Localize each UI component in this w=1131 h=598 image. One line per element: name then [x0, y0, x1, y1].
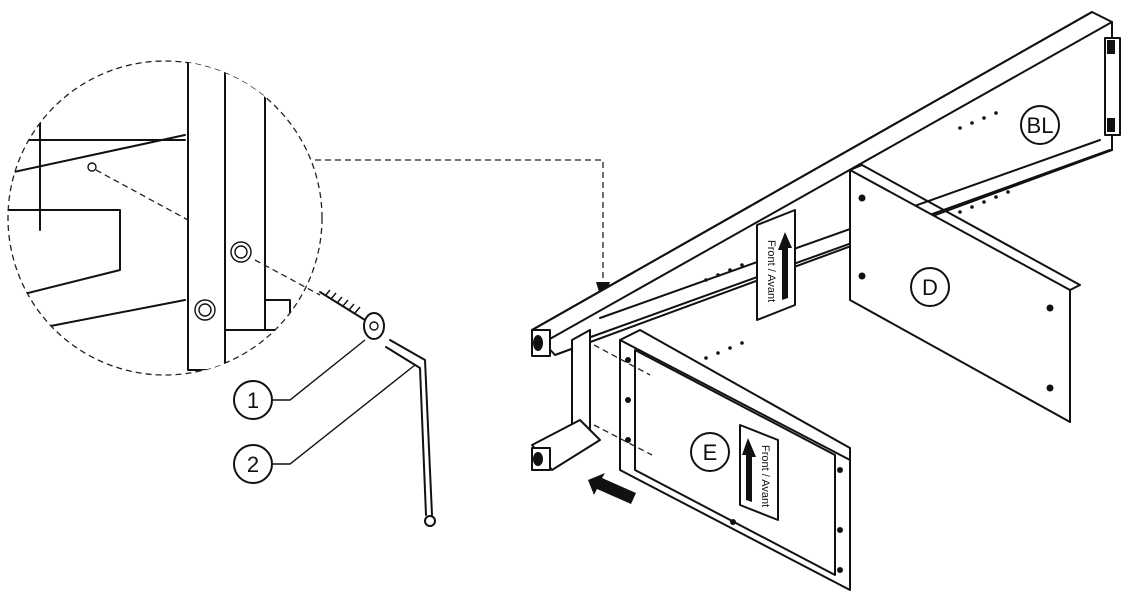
- pilot-hole: [87, 162, 97, 172]
- callout-2-label: 2: [247, 452, 259, 477]
- orientation-sticker-bl: Front / Avant: [756, 209, 796, 321]
- left-leg: [531, 329, 601, 471]
- callout-2: 2: [233, 444, 273, 484]
- back-rail-bl: BL: [531, 11, 1121, 360]
- hex-key-icon: [385, 339, 436, 527]
- leader-2: [270, 364, 416, 465]
- guide-line-hole: [95, 169, 189, 221]
- callout-1-label: 1: [247, 388, 259, 413]
- part-label-circle-e: [690, 432, 730, 472]
- panel-d: D: [849, 164, 1081, 423]
- orientation-sticker-e: Front / Avant: [739, 424, 779, 521]
- panel-e: E: [593, 329, 851, 591]
- leader-1: [270, 339, 366, 401]
- part-label-bl: BL: [1027, 113, 1054, 138]
- arrow-up-icon: [778, 232, 792, 300]
- orientation-label-bl: Front / Avant: [765, 240, 777, 302]
- push-arrow-icon: [588, 473, 636, 504]
- guide-line-zoom: [315, 159, 604, 290]
- part-label-circle-bl: [1020, 105, 1060, 145]
- zoom-circle: [7, 60, 323, 376]
- part-label-circle-d: [910, 267, 950, 307]
- part-label-d: D: [922, 275, 938, 300]
- orientation-label-e: Front / Avant: [759, 445, 771, 507]
- dowel-holes-bl: [704, 111, 1010, 360]
- arrow-up-icon-e: [742, 438, 756, 502]
- screw-icon: [319, 289, 385, 340]
- part-label-e: E: [703, 440, 718, 465]
- zoom-detail: [7, 60, 323, 376]
- guide-line-screw: [254, 259, 321, 296]
- callout-1: 1: [233, 380, 273, 420]
